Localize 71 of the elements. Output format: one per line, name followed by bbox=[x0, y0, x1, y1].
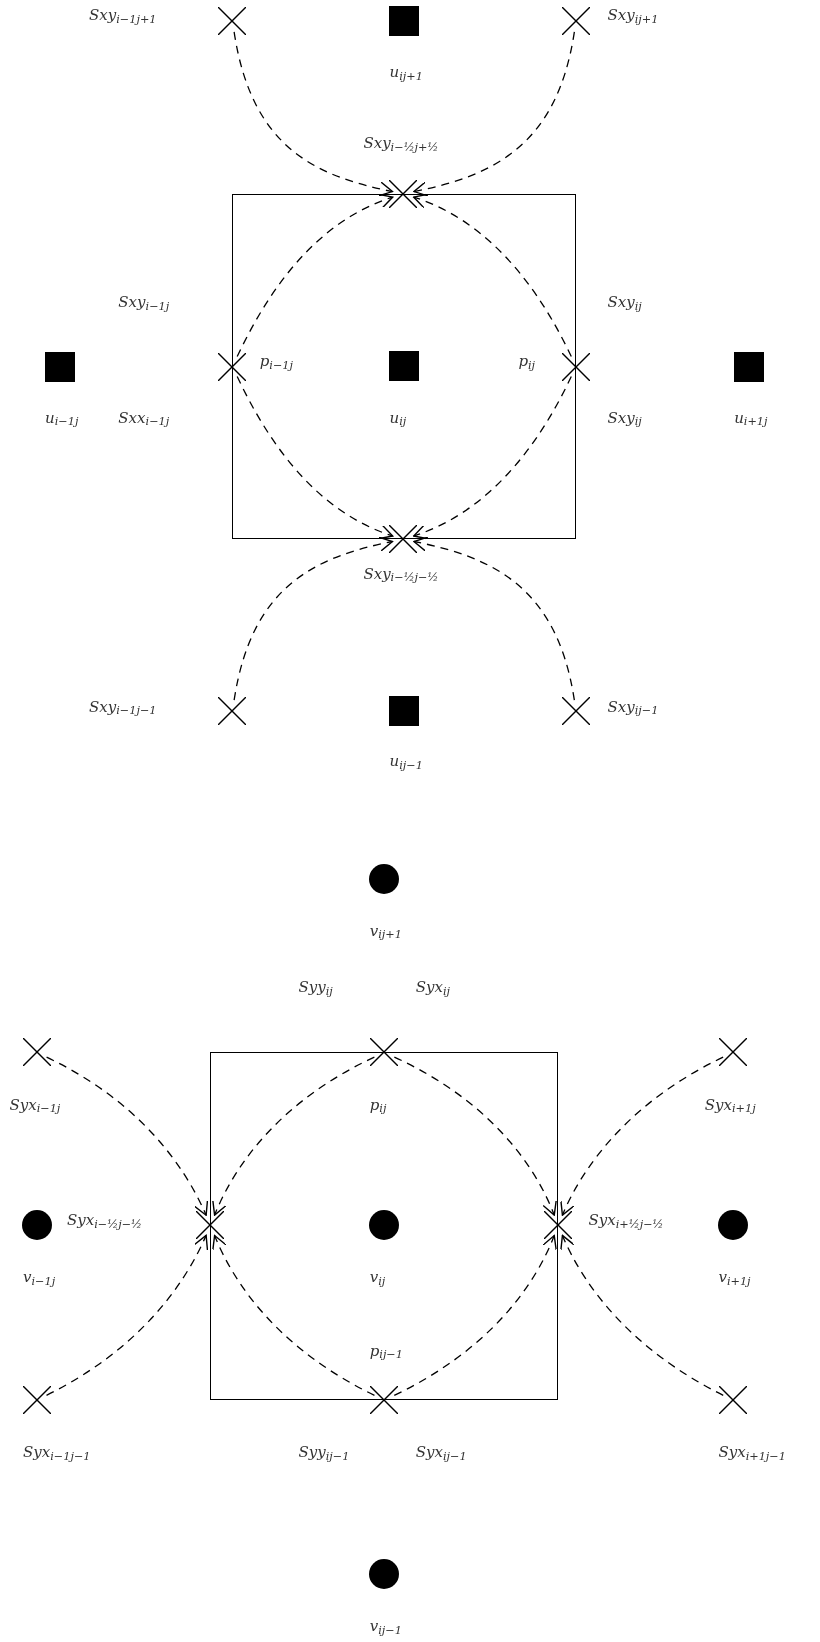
math-label: Sxy$_{i−1j+1}$ bbox=[89, 8, 157, 24]
cross-marker bbox=[218, 697, 247, 726]
math-label: v$_{ij+1}$ bbox=[369, 923, 402, 939]
math-label: Sxy$_{ij−1}$ bbox=[607, 699, 659, 715]
dashed-arrow bbox=[212, 1056, 375, 1216]
cross-marker bbox=[218, 352, 247, 381]
cross-marker bbox=[389, 179, 418, 208]
cross-marker bbox=[370, 1038, 399, 1067]
square-marker bbox=[389, 5, 420, 36]
cross-marker bbox=[719, 1386, 748, 1415]
dashed-arrow bbox=[413, 375, 572, 539]
dashed-arrow bbox=[393, 1056, 557, 1216]
cross-marker bbox=[218, 6, 247, 35]
math-label: u$_{ij}$ bbox=[389, 410, 407, 426]
math-label: p$_{i−1j}$ bbox=[259, 353, 293, 369]
math-label: Syy$_{ij}$ bbox=[298, 980, 333, 996]
math-label: v$_{ij−1}$ bbox=[369, 1619, 402, 1635]
math-label: Sxy$_{i−1j}$ bbox=[118, 295, 170, 311]
math-label: Sxy$_{i−½j−½}$ bbox=[363, 566, 439, 582]
cross-marker bbox=[22, 1038, 51, 1067]
math-label: u$_{ij−1}$ bbox=[389, 754, 423, 769]
math-label: v$_{i+1j}$ bbox=[718, 1270, 751, 1286]
math-label: Syx$_{i+1j}$ bbox=[704, 1097, 756, 1113]
square-marker bbox=[733, 351, 764, 382]
math-label: Sxy$_{i−1j−1}$ bbox=[89, 699, 157, 715]
math-label: p$_{ij−1}$ bbox=[369, 1343, 403, 1359]
dashed-arrow bbox=[393, 1234, 557, 1397]
dashed-arrow bbox=[560, 1234, 724, 1396]
dashed-arrow bbox=[233, 536, 394, 701]
dashed-arrow bbox=[233, 31, 394, 197]
math-label: Syy$_{ij−1}$ bbox=[298, 1445, 350, 1461]
math-label: Sxy$_{ij}$ bbox=[607, 410, 642, 426]
cross-marker bbox=[562, 6, 590, 35]
cross-marker bbox=[544, 1211, 573, 1240]
math-label: Syx$_{i+1j−1}$ bbox=[718, 1445, 786, 1461]
dashed-arrow bbox=[45, 1056, 208, 1216]
cross-marker bbox=[196, 1211, 225, 1240]
cross-marker bbox=[389, 525, 418, 554]
dashed-arrow bbox=[236, 194, 394, 358]
math-label: Syx$_{ij−1}$ bbox=[415, 1445, 467, 1461]
math-label: Syx$_{i+½j−½}$ bbox=[588, 1212, 664, 1228]
dashed-arrow bbox=[236, 375, 394, 539]
math-label: u$_{ij+1}$ bbox=[389, 64, 423, 80]
math-label: Sxx$_{i−1j}$ bbox=[118, 410, 170, 426]
cell-outline bbox=[210, 1052, 559, 1401]
math-label: Sxy$_{ij+1}$ bbox=[607, 8, 659, 24]
cross-marker bbox=[719, 1038, 748, 1067]
dashed-arrow bbox=[413, 194, 572, 358]
math-label: u$_{i−1j}$ bbox=[45, 410, 79, 426]
square-marker bbox=[388, 351, 419, 382]
dashed-arrow bbox=[413, 31, 575, 197]
dashed-arrow bbox=[560, 1056, 724, 1216]
cross-marker bbox=[562, 352, 590, 381]
math-label: v$_{i−1j}$ bbox=[23, 1270, 56, 1286]
math-label: Syx$_{ij}$ bbox=[415, 980, 451, 996]
cross-marker bbox=[562, 697, 590, 726]
square-marker bbox=[389, 696, 420, 727]
math-label: p$_{ij}$ bbox=[369, 1097, 387, 1113]
dashed-arrow bbox=[413, 536, 575, 701]
cross-marker bbox=[370, 1386, 399, 1415]
math-label: v$_{ij}$ bbox=[369, 1270, 386, 1286]
cell-outline bbox=[232, 193, 576, 540]
square-marker bbox=[44, 351, 75, 382]
dashed-arrow bbox=[45, 1234, 208, 1396]
math-label: p$_{ij}$ bbox=[518, 353, 536, 369]
math-label: u$_{i+1j}$ bbox=[734, 410, 768, 426]
dashed-arrow bbox=[212, 1234, 376, 1397]
math-label: Syx$_{i−1j−1}$ bbox=[23, 1445, 91, 1461]
math-label: Syx$_{i−½j−½}$ bbox=[67, 1212, 142, 1228]
math-label: Syx$_{i−1j}$ bbox=[9, 1097, 61, 1113]
cross-marker bbox=[22, 1386, 51, 1415]
